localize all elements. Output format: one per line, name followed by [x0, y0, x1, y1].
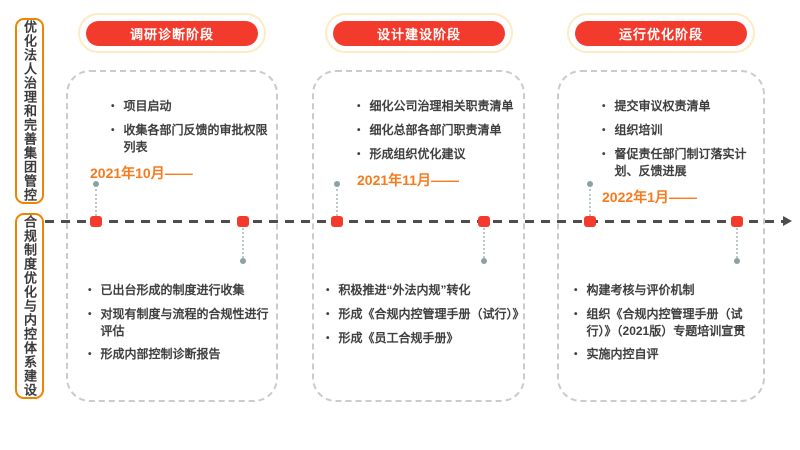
task-item: 对现有制度与流程的合规性进行评估	[88, 306, 272, 339]
task-item: 督促责任部门制订落实计划、反馈进展	[602, 146, 761, 180]
phase-title: 调研诊断阶段	[86, 20, 258, 46]
phase-title-pill: 运行优化阶段	[567, 13, 755, 53]
sidebar-group-compliance: 合规制度优化与内控体系建设	[15, 213, 44, 399]
connector-dot	[334, 181, 340, 187]
top-task-list: 细化公司治理相关职责清单 细化总部各部门职责清单 形成组织优化建议 2021年1…	[314, 72, 523, 190]
timeline-node	[478, 216, 490, 227]
bottom-task-list: 积极推进“外法内规”转化 形成《合规内控管理手册（试行）》 形成《员工合规手册》	[314, 282, 525, 354]
bottom-task-list: 构建考核与评价机制 组织《合规内控管理手册（试行）》（2021版）专题培训宣贯 …	[559, 282, 763, 370]
task-item: 已出台形成的制度进行收集	[88, 282, 272, 299]
task-item: 细化公司治理相关职责清单	[357, 98, 521, 115]
task-item: 收集各部门反馈的审批权限列表	[111, 122, 274, 156]
phase-column-2: 细化公司治理相关职责清单 细化总部各部门职责清单 形成组织优化建议 2021年1…	[312, 70, 525, 402]
task-item: 构建考核与评价机制	[574, 282, 759, 299]
connector-line	[589, 189, 591, 216]
timeline-node	[237, 216, 249, 227]
connector-dot	[93, 181, 99, 187]
connector-line	[95, 189, 97, 216]
task-item: 形成《合规内控管理手册（试行）》	[326, 306, 525, 323]
bottom-task-list: 已出台形成的制度进行收集 对现有制度与流程的合规性进行评估 形成内部控制诊断报告	[68, 282, 276, 370]
connector-line	[736, 228, 738, 258]
phase-title-pill: 调研诊断阶段	[78, 13, 266, 53]
task-item: 组织培训	[602, 122, 761, 139]
task-item: 提交审议权责清单	[602, 98, 761, 115]
timeline-node	[90, 216, 102, 227]
sidebar-group-governance: 优化法人治理和完善集团管控	[15, 18, 44, 204]
top-task-list: 项目启动 收集各部门反馈的审批权限列表 2021年10月——	[68, 72, 276, 183]
connector-line	[483, 228, 485, 258]
phase-title-pill: 设计建设阶段	[325, 13, 513, 53]
task-item: 项目启动	[111, 98, 274, 115]
timeline-node	[731, 216, 743, 227]
task-item: 组织《合规内控管理手册（试行）》（2021版）专题培训宣贯	[574, 306, 759, 339]
connector-dot	[481, 258, 487, 264]
task-item: 积极推进“外法内规”转化	[326, 282, 523, 299]
sidebar-group-label: 合规制度优化与内控体系建设	[22, 215, 37, 397]
task-item: 细化总部各部门职责清单	[357, 122, 521, 139]
timeline-node	[584, 216, 596, 227]
phase-column-1: 项目启动 收集各部门反馈的审批权限列表 2021年10月—— 已出台形成的制度进…	[66, 70, 278, 402]
timeline-node	[331, 216, 343, 227]
task-item: 形成组织优化建议	[357, 146, 521, 163]
task-item: 形成《员工合规手册》	[326, 330, 523, 347]
connector-line	[242, 228, 244, 258]
task-item: 形成内部控制诊断报告	[88, 346, 272, 363]
phase-date: 2021年11月——	[357, 172, 459, 188]
connector-line	[336, 189, 338, 216]
task-item: 实施内控自评	[574, 346, 759, 363]
phase-date: 2021年10月——	[90, 165, 193, 181]
phase-column-3: 提交审议权责清单 组织培训 督促责任部门制订落实计划、反馈进展 2022年1月—…	[557, 70, 765, 402]
phase-date: 2022年1月——	[602, 189, 697, 205]
timeline-line	[45, 220, 783, 223]
timeline-arrow-icon	[783, 216, 792, 226]
top-task-list: 提交审议权责清单 组织培训 督促责任部门制订落实计划、反馈进展 2022年1月—…	[559, 72, 763, 207]
sidebar-group-label: 优化法人治理和完善集团管控	[22, 20, 37, 202]
phase-title: 设计建设阶段	[333, 20, 505, 46]
connector-dot	[587, 181, 593, 187]
phase-title: 运行优化阶段	[575, 20, 747, 46]
connector-dot	[240, 258, 246, 264]
connector-dot	[734, 258, 740, 264]
